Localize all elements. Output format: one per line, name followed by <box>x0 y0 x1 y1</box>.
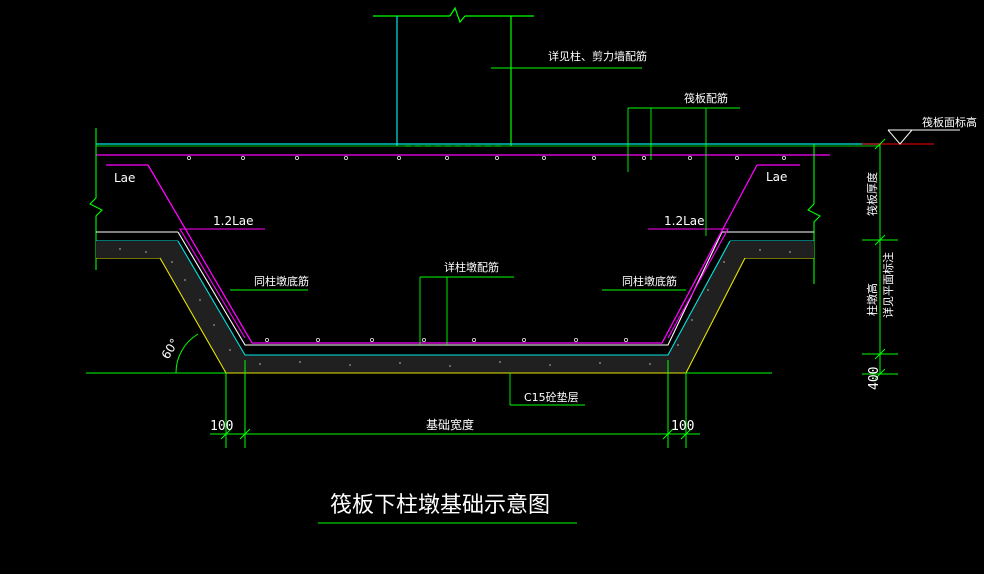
leader-lines <box>230 67 740 406</box>
lae-left-label: Lae <box>114 171 135 185</box>
pier-bottom-rebar <box>106 164 800 344</box>
lae12-left-label: 1.2Lae <box>213 214 254 228</box>
c15-cushion-fill <box>96 241 814 373</box>
pier-height-note-label: 详见平面标注 <box>881 252 895 318</box>
lae12-right-label: 1.2Lae <box>664 214 705 228</box>
left-break-line <box>89 128 103 270</box>
right-break-line <box>807 144 821 284</box>
column-wall-rebar-label: 详见柱、剪力墙配筋 <box>548 49 647 63</box>
top-rebar-dots <box>186 155 787 160</box>
raft-rebar-label: 筏板配筋 <box>684 91 728 105</box>
bottom-rebar-dots <box>264 337 629 342</box>
pier-rebar-label: 详柱墩配筋 <box>444 260 499 274</box>
right-dimension-line <box>862 138 898 380</box>
pier-height-label: 柱墩高 <box>865 283 879 316</box>
lae12-rebar-left <box>179 228 265 339</box>
pier-outline <box>159 231 746 374</box>
dim-100-right-label: 100 <box>671 419 694 434</box>
dim-400-label: 400 <box>867 367 882 390</box>
column-outline <box>373 6 534 146</box>
angle-arc <box>175 333 199 374</box>
same-bottom-left-label: 同柱墩底筋 <box>254 274 309 288</box>
raft-top-elevation-label: 筏板面标高 <box>922 115 977 129</box>
lae-right-label: Lae <box>766 170 787 184</box>
elevation-marker <box>862 129 960 145</box>
bottom-dimension-line <box>210 360 700 448</box>
same-bottom-right-label: 同柱墩底筋 <box>622 274 677 288</box>
dim-100-left-label: 100 <box>210 419 233 434</box>
cushion-speckles <box>119 248 791 367</box>
diagram-title: 筏板下柱墩基础示意图 <box>330 493 550 518</box>
c15-layer-label: C15砼垫层 <box>524 390 579 404</box>
raft-top-surface <box>96 143 880 156</box>
raft-thickness-label: 筏板厚度 <box>865 172 879 216</box>
foundation-width-label: 基础宽度 <box>426 417 474 432</box>
lae12-rebar-right <box>648 228 729 339</box>
